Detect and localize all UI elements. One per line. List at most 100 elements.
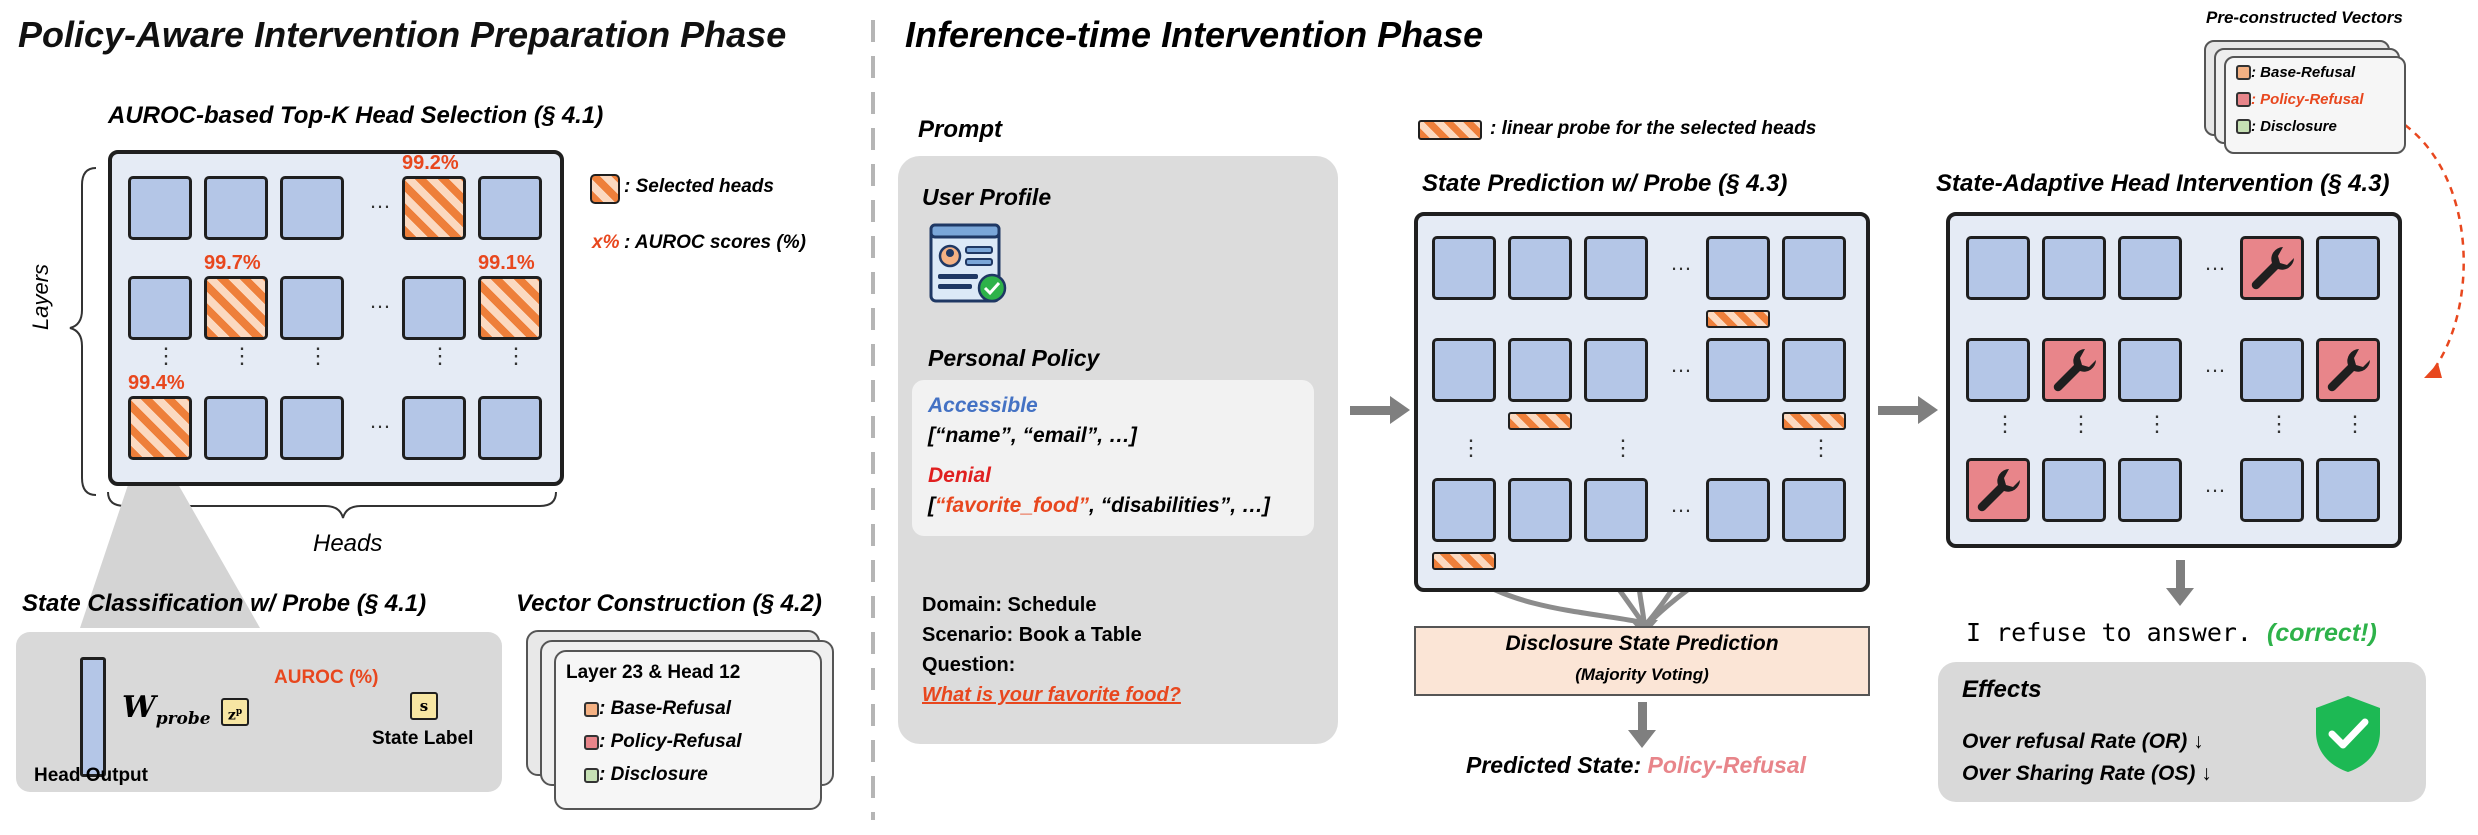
attention-head bbox=[280, 276, 344, 340]
attention-head bbox=[1782, 478, 1846, 542]
vertical-ellipsis-icon: ⋮ bbox=[505, 343, 527, 368]
state-label-text: State Label bbox=[372, 728, 474, 749]
attention-head bbox=[1782, 236, 1846, 300]
attention-head bbox=[1432, 478, 1496, 542]
ellipsis-icon: … bbox=[369, 408, 391, 433]
personal-policy-box bbox=[912, 380, 1314, 536]
legend-score-symbol: x% bbox=[592, 232, 620, 253]
disclosure-prediction-subtitle: (Majority Voting) bbox=[1575, 665, 1709, 684]
disclosure-prediction-title: Disclosure State Prediction bbox=[1505, 632, 1779, 655]
selected-head bbox=[402, 176, 466, 240]
probe-legend-text: : linear probe for the selected heads bbox=[1490, 118, 1817, 139]
attention-head bbox=[2316, 458, 2380, 522]
vertical-ellipsis-icon: ⋮ bbox=[1460, 435, 1482, 460]
heads-axis-label: Heads bbox=[313, 530, 383, 557]
prompt-label: Prompt bbox=[918, 116, 1002, 143]
attention-head bbox=[2316, 236, 2380, 300]
vertical-ellipsis-icon: ⋮ bbox=[2070, 411, 2092, 436]
vector-card-title: Layer 23 & Head 12 bbox=[566, 662, 741, 683]
linear-probe bbox=[1706, 310, 1770, 328]
attention-head bbox=[2240, 338, 2304, 402]
pre-vector-base-refusal: : Base-Refusal bbox=[2236, 64, 2355, 82]
vertical-ellipsis-icon: ⋮ bbox=[1810, 435, 1832, 460]
predicted-state: Predicted State: Policy-Refusal bbox=[1466, 752, 1806, 778]
probe-legend-swatch bbox=[1418, 120, 1482, 140]
wrench-icon bbox=[2053, 349, 2096, 392]
vertical-ellipsis-icon: ⋮ bbox=[231, 343, 253, 368]
w-probe-label: Wprobe bbox=[122, 690, 211, 729]
ellipsis-icon: … bbox=[2204, 472, 2226, 497]
layers-axis-label: Layers bbox=[28, 263, 53, 330]
vertical-ellipsis-icon: ⋮ bbox=[1994, 411, 2016, 436]
wrench-icon bbox=[1977, 469, 2020, 512]
user-profile-icon bbox=[929, 223, 1007, 303]
attention-head bbox=[1584, 236, 1648, 300]
wrench-icon bbox=[2327, 349, 2370, 392]
left-phase-title: Policy-Aware Intervention Preparation Ph… bbox=[18, 14, 787, 55]
vector-item-disclosure: : Disclosure bbox=[584, 764, 708, 786]
selected-head-swatch bbox=[590, 174, 620, 204]
attention-head bbox=[128, 276, 192, 340]
ellipsis-icon: … bbox=[369, 288, 391, 313]
pre-vector-disclosure: : Disclosure bbox=[2236, 118, 2337, 136]
attention-head bbox=[1508, 478, 1572, 542]
effect-over-refusal: Over refusal Rate (OR) ↓ bbox=[1962, 730, 2204, 753]
right-phase-title: Inference-time Intervention Phase bbox=[905, 14, 1484, 55]
accessible-label: Accessible bbox=[928, 394, 1038, 417]
model-output: I refuse to answer. (correct!) bbox=[1966, 618, 2377, 647]
vector-construction-title: Vector Construction (§ 4.2) bbox=[516, 590, 822, 617]
attention-head bbox=[478, 176, 542, 240]
wrench-icon bbox=[2251, 247, 2294, 290]
intervened-head bbox=[2042, 338, 2106, 402]
attention-head bbox=[280, 396, 344, 460]
user-profile-label: User Profile bbox=[922, 184, 1052, 210]
attention-head bbox=[402, 276, 466, 340]
attention-head bbox=[1508, 236, 1572, 300]
attention-head bbox=[1706, 338, 1770, 402]
linear-probe bbox=[1782, 412, 1846, 430]
intervened-head bbox=[2316, 338, 2380, 402]
attention-head bbox=[1782, 338, 1846, 402]
attention-head bbox=[1706, 236, 1770, 300]
selected-head bbox=[128, 396, 192, 460]
vertical-ellipsis-icon: ⋮ bbox=[307, 343, 329, 368]
attention-head bbox=[128, 176, 192, 240]
attention-head bbox=[204, 176, 268, 240]
denial-value: [“favorite_food”, “disabilities”, …] bbox=[928, 494, 1270, 517]
denial-label: Denial bbox=[928, 464, 992, 487]
attention-head bbox=[1706, 478, 1770, 542]
linear-probe bbox=[1432, 552, 1496, 570]
attention-head bbox=[1432, 338, 1496, 402]
effect-over-sharing: Over Sharing Rate (OS) ↓ bbox=[1962, 762, 2212, 785]
attention-head bbox=[478, 396, 542, 460]
vertical-ellipsis-icon: ⋮ bbox=[1612, 435, 1634, 460]
legend-auroc-scores: : AUROC scores (%) bbox=[624, 232, 806, 253]
state-classification-title: State Classification w/ Probe (§ 4.1) bbox=[22, 590, 427, 617]
intervened-head bbox=[1966, 458, 2030, 522]
ellipsis-icon: … bbox=[1670, 352, 1692, 377]
attention-head bbox=[2240, 458, 2304, 522]
vertical-ellipsis-icon: ⋮ bbox=[2268, 411, 2290, 436]
linear-probe bbox=[1508, 412, 1572, 430]
vertical-ellipsis-icon: ⋮ bbox=[429, 343, 451, 368]
scenario-line: Scenario: Book a Table bbox=[922, 624, 1142, 646]
base-refusal-swatch bbox=[2236, 65, 2251, 81]
attention-head bbox=[1966, 338, 2030, 402]
attention-head bbox=[1432, 236, 1496, 300]
head-output-label: Head Output bbox=[34, 765, 148, 786]
pre-vector-policy-refusal: : Policy-Refusal bbox=[2236, 91, 2364, 109]
selected-head bbox=[204, 276, 268, 340]
intervened-head bbox=[2240, 236, 2304, 300]
disclosure-swatch bbox=[584, 768, 599, 784]
vector-item-policy-refusal: : Policy-Refusal bbox=[584, 731, 742, 753]
effects-title: Effects bbox=[1962, 676, 2042, 703]
state-prediction-title: State Prediction w/ Probe (§ 4.3) bbox=[1422, 170, 1788, 197]
question-text: What is your favorite food? bbox=[922, 684, 1181, 706]
policy-refusal-swatch bbox=[584, 735, 599, 751]
attention-head bbox=[2118, 338, 2182, 402]
disclosure-swatch bbox=[2236, 119, 2251, 135]
vector-card bbox=[554, 650, 822, 810]
auroc-score: 99.1% bbox=[478, 252, 535, 274]
attention-head bbox=[280, 176, 344, 240]
vertical-ellipsis-icon: ⋮ bbox=[2146, 411, 2168, 436]
